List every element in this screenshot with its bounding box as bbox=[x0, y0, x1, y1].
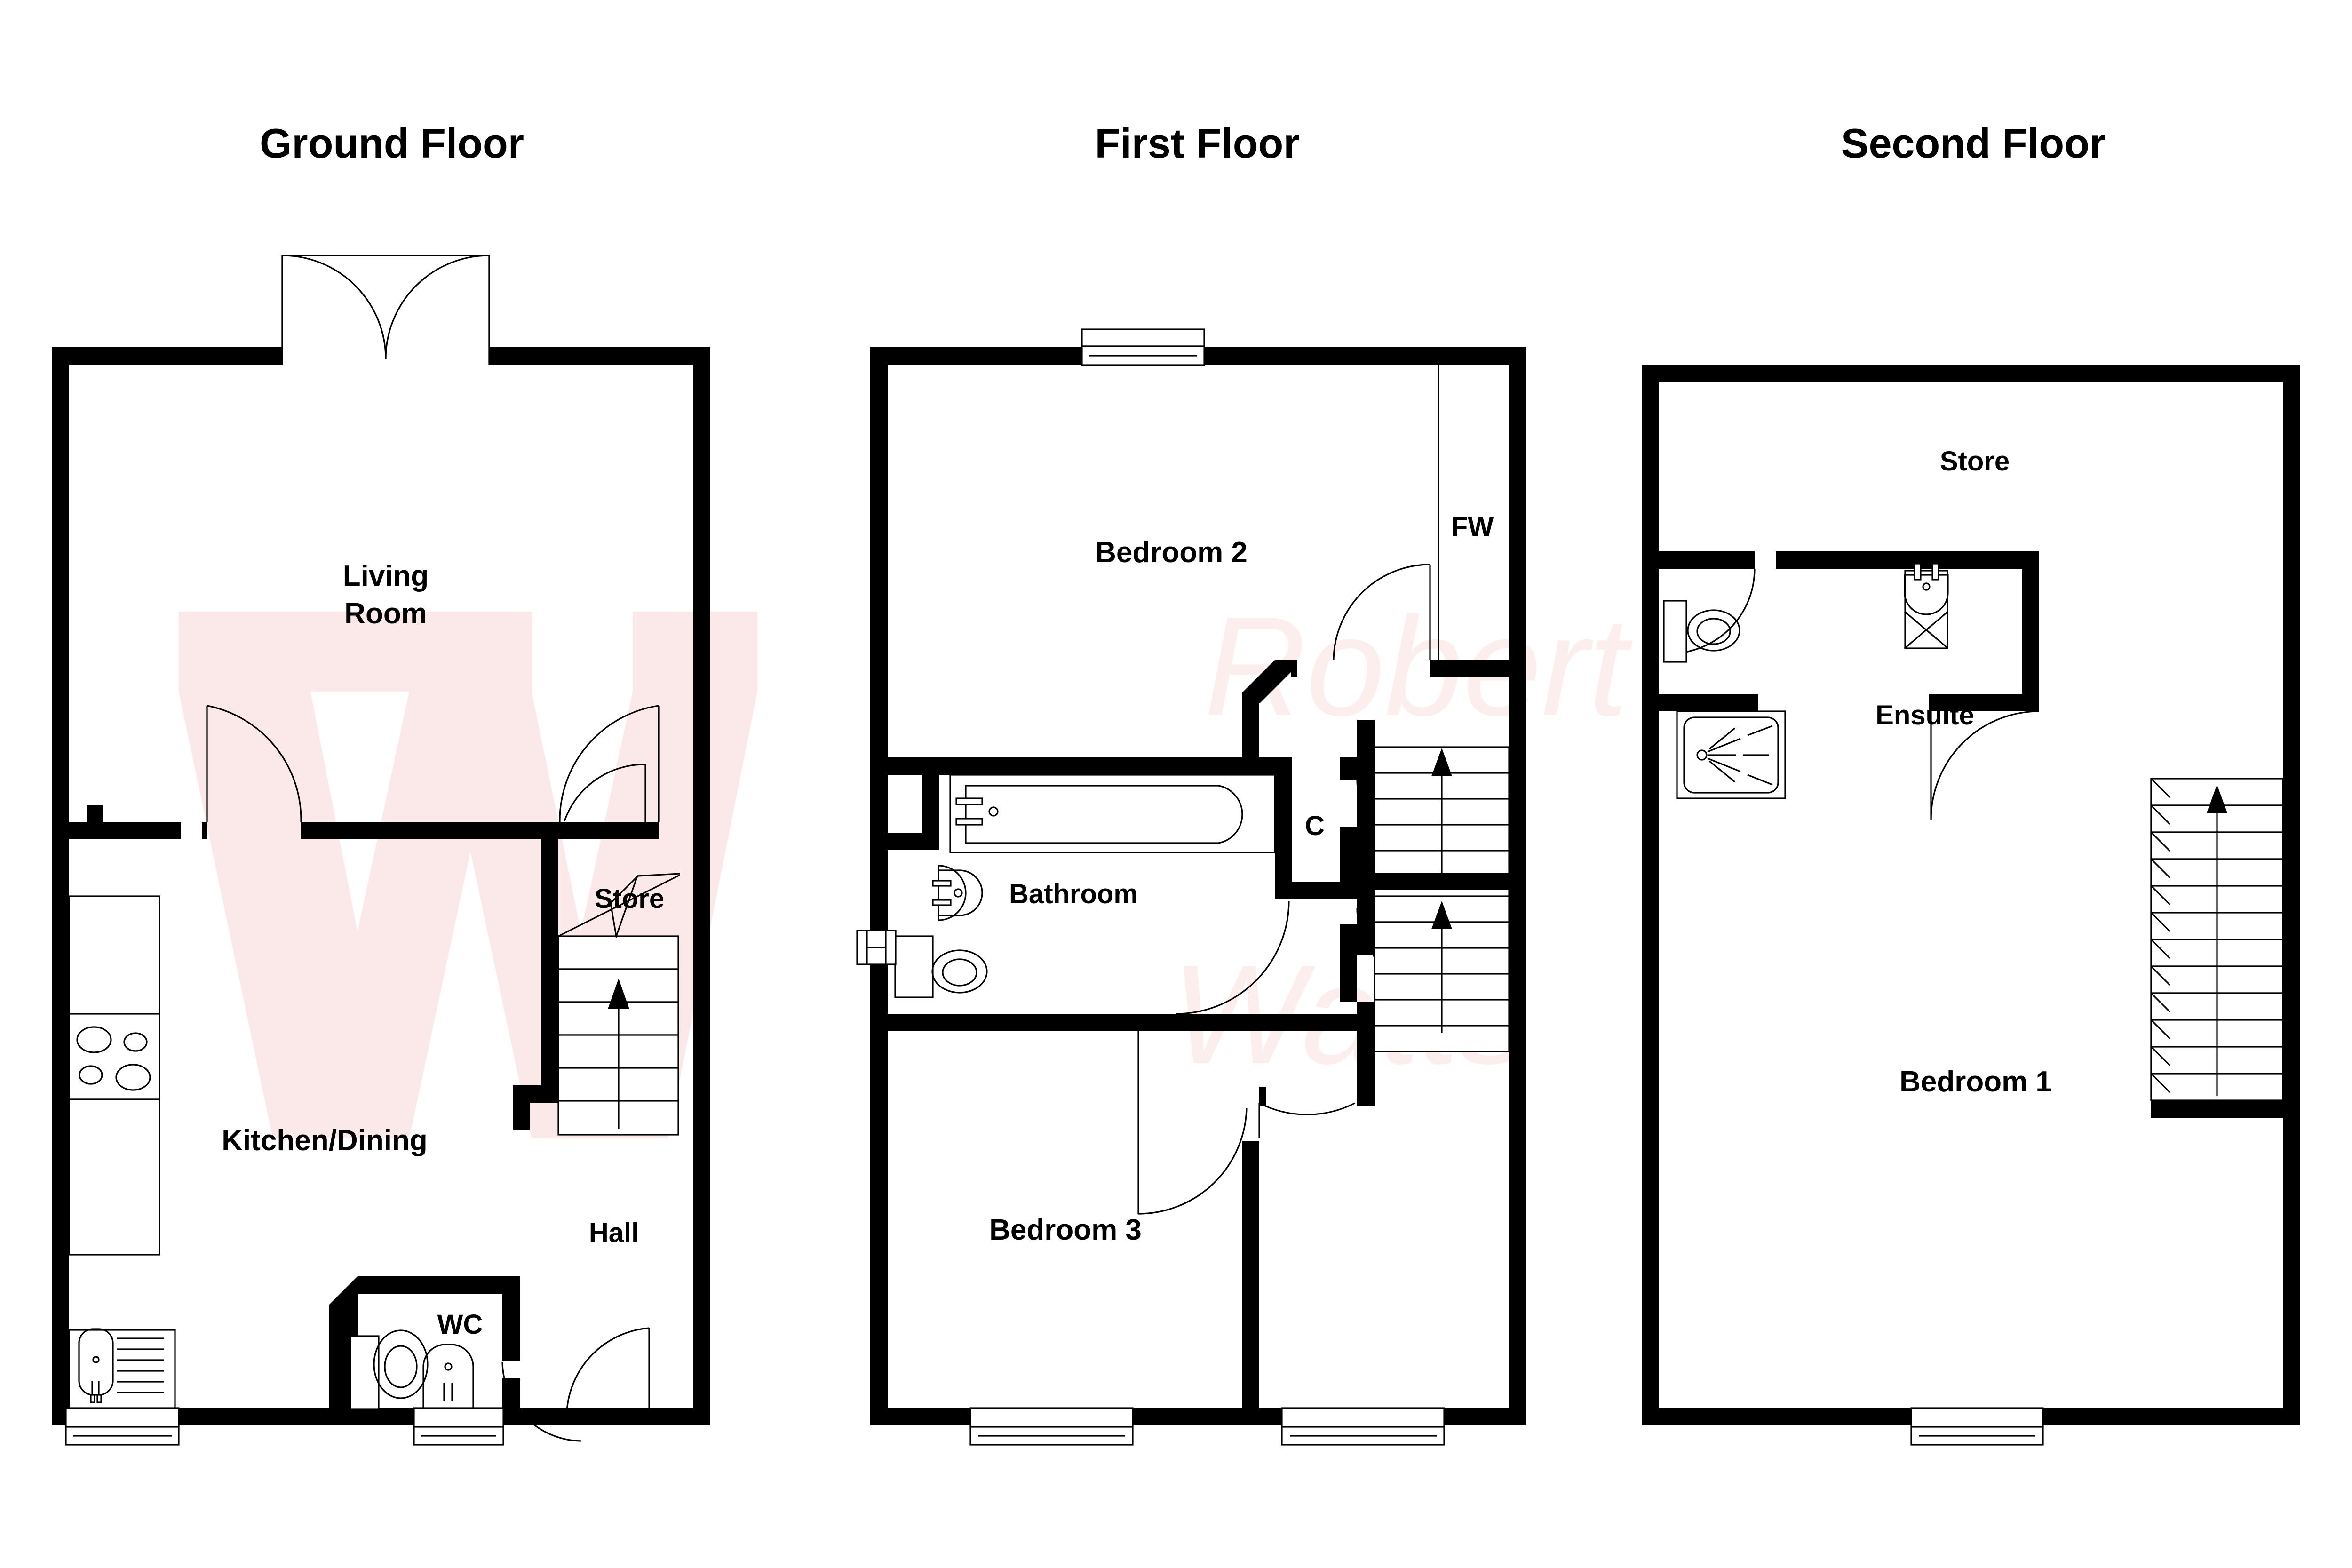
ff-wall-c-right-a bbox=[1340, 757, 1357, 780]
sf-basin bbox=[1904, 563, 1949, 649]
gf-wc-wall-right-a bbox=[502, 1276, 520, 1361]
watermark-robert-text: Robert bbox=[1204, 587, 1633, 745]
gf-front-door-threshold bbox=[520, 1408, 576, 1425]
ff-label-bathroom: Bathroom bbox=[1009, 879, 1138, 909]
ff-wall-land-right bbox=[1340, 924, 1357, 1002]
ground-floor-plan: Living Room Kitchen/Dining Store Hall WC bbox=[52, 255, 710, 1446]
gf-wc-room bbox=[329, 1276, 581, 1446]
ff-wall-right bbox=[1509, 347, 1526, 1425]
sf-toilet bbox=[1663, 600, 1740, 663]
gf-kitchen-units bbox=[68, 895, 160, 1256]
ff-wall-fw-bottom bbox=[1438, 660, 1509, 677]
ff-window-bedroom3 bbox=[969, 1407, 1134, 1446]
sf-staircase-down bbox=[2150, 778, 2284, 1118]
gf-staircase bbox=[557, 873, 680, 1136]
ff-window-bedroom2 bbox=[1081, 328, 1205, 366]
ground-floor-title: Ground Floor bbox=[260, 120, 524, 167]
ff-wall-bath-right bbox=[1275, 757, 1292, 899]
sf-wall-ensuite-bottom-b bbox=[1929, 694, 2039, 711]
sf-wall-left bbox=[1642, 365, 1659, 1425]
sf-wall-store-bottom-a bbox=[1659, 551, 1755, 569]
gf-label-living-room-line2: Room bbox=[344, 597, 427, 630]
ff-toilet bbox=[894, 935, 988, 998]
gf-label-wc: WC bbox=[437, 1309, 483, 1340]
ff-wall-bathroom-top bbox=[888, 757, 1292, 775]
ff-wall-bathroom-bottom-b bbox=[1291, 1014, 1357, 1031]
second-floor-title: Second Floor bbox=[1841, 120, 2106, 167]
gf-label-kitchen-dining: Kitchen/Dining bbox=[222, 1124, 427, 1157]
ff-label-bedroom2: Bedroom 2 bbox=[1095, 536, 1248, 569]
first-floor-title: First Floor bbox=[1095, 120, 1299, 167]
gf-kitchen-sink bbox=[68, 1328, 176, 1411]
sf-wall-right bbox=[2283, 365, 2300, 1425]
ff-label-cupboard: C bbox=[1305, 811, 1325, 841]
sf-wall-ens-corner bbox=[1659, 694, 1677, 711]
gf-wall-hall-left-jog bbox=[513, 1085, 530, 1130]
gf-wall-kitchen-top-a bbox=[87, 822, 181, 839]
sf-label-bedroom1: Bedroom 1 bbox=[1899, 1066, 2052, 1098]
ff-wall-bath-nib bbox=[922, 757, 939, 833]
ff-wall-left bbox=[870, 347, 888, 1425]
gf-door-living-hall bbox=[559, 705, 660, 822]
ff-label-fw: FW bbox=[1451, 512, 1494, 542]
ff-wall-bath-nib2 bbox=[888, 833, 939, 850]
ff-door-bedroom2 bbox=[1291, 564, 1438, 677]
gf-door-store bbox=[564, 764, 646, 822]
gf-wall-top-left bbox=[52, 347, 282, 365]
gf-label-living-room-line1: Living bbox=[343, 560, 429, 592]
gf-jamb-a bbox=[202, 822, 207, 839]
gf-wall-hall-left bbox=[541, 839, 558, 1103]
ff-wall-bedroom2-right bbox=[1242, 693, 1259, 759]
gf-label-store: Store bbox=[595, 883, 664, 914]
sf-wall-ensuite-right bbox=[2022, 569, 2039, 710]
gf-door-living-kitchen bbox=[206, 705, 302, 822]
sf-door-ensuite-bedroom bbox=[1930, 710, 2040, 820]
ff-wall-bed3-right-top bbox=[1242, 1141, 1259, 1160]
gf-wall-top-right bbox=[489, 347, 710, 365]
sf-wall-top bbox=[1642, 365, 2300, 382]
ff-wall-bed3-right bbox=[1242, 1157, 1259, 1408]
gf-front-door bbox=[520, 1327, 650, 1425]
gf-wall-kitchen-top-b bbox=[306, 822, 659, 839]
ff-staircase-down bbox=[1357, 895, 1510, 1106]
sf-wall-store-bottom-b bbox=[1776, 551, 2039, 569]
sf-shower bbox=[1676, 710, 1786, 799]
gf-wc-wall-top bbox=[358, 1276, 520, 1294]
gf-wall-right bbox=[693, 347, 710, 1425]
gf-window-kitchen bbox=[65, 1407, 180, 1446]
gf-label-hall: Hall bbox=[589, 1218, 639, 1248]
gf-french-doors bbox=[281, 255, 490, 365]
ff-radiator bbox=[856, 930, 897, 965]
ff-jamb-landing bbox=[1357, 1089, 1375, 1106]
ff-label-bedroom3: Bedroom 3 bbox=[989, 1214, 1142, 1246]
ff-door-bedroom3 bbox=[1137, 1031, 1355, 1215]
ff-bath bbox=[949, 774, 1276, 853]
ff-window-landing bbox=[1281, 1407, 1445, 1446]
ff-wall-bathroom-bottom bbox=[888, 1014, 1292, 1031]
gf-wall-left bbox=[52, 347, 69, 1425]
ff-basin bbox=[932, 865, 983, 921]
ff-wall-angle-bedroom2 bbox=[1242, 660, 1291, 703]
gf-jamb-b bbox=[301, 822, 306, 839]
ff-door-bathroom bbox=[1176, 900, 1290, 1015]
first-floor-plan: Bedroom 2 FW Bathroom C Bedroom 3 bbox=[856, 328, 1526, 1446]
sf-label-store: Store bbox=[1940, 446, 2010, 477]
second-floor-plan: Store Ensuite Bedroom 1 bbox=[1642, 365, 2300, 1446]
sf-window-bedroom1 bbox=[1910, 1407, 2044, 1446]
ff-jamb-bed3 bbox=[1259, 1087, 1266, 1106]
ff-wall-c-right-b bbox=[1340, 827, 1357, 899]
sf-label-ensuite: Ensuite bbox=[1875, 700, 1974, 731]
